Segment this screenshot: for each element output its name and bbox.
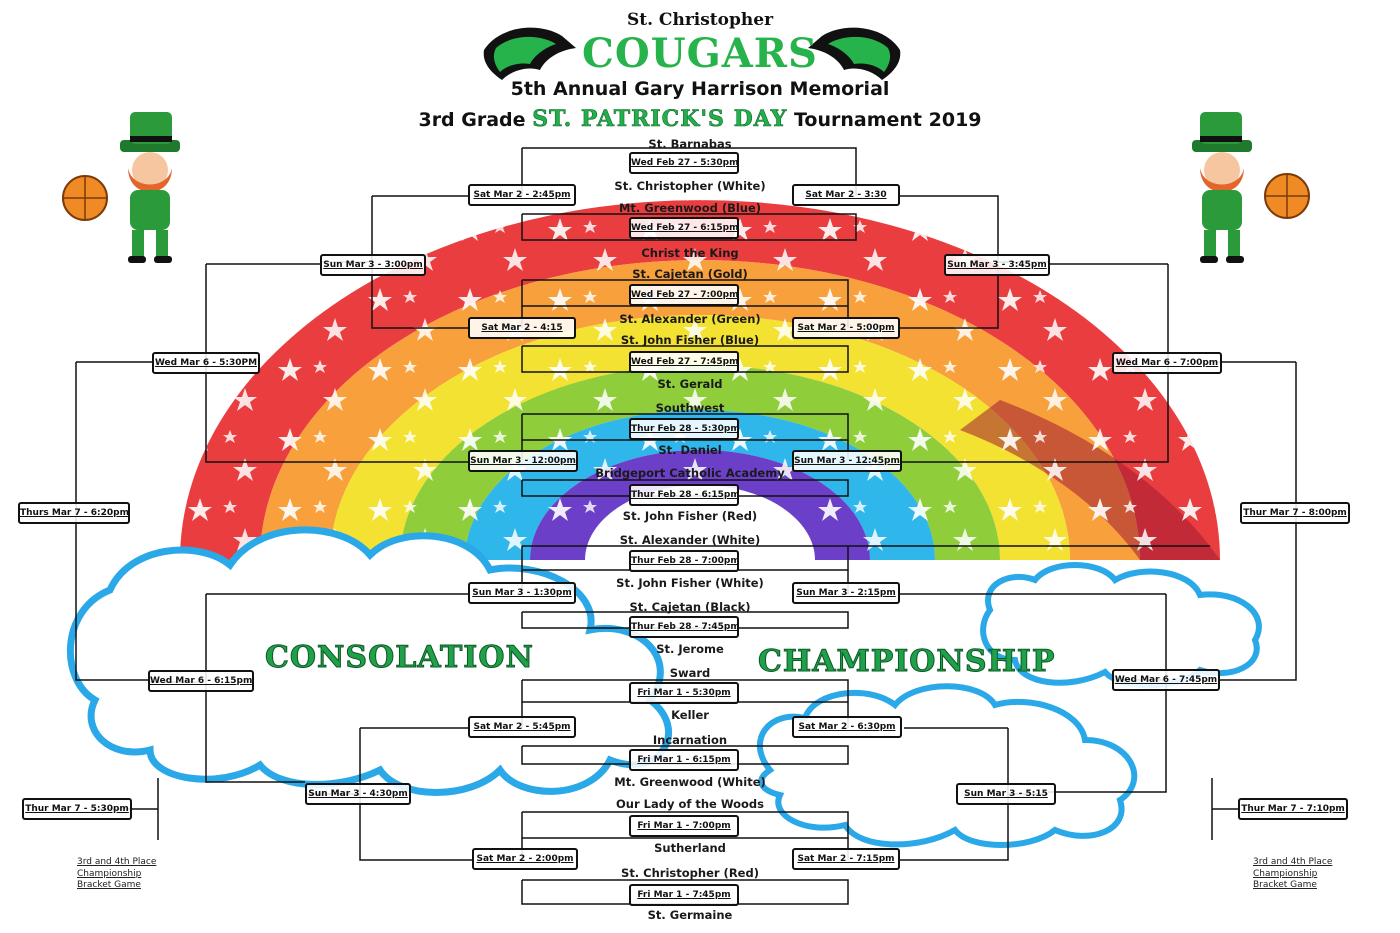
game-box: Thur Mar 7 - 8:00pm — [1240, 502, 1350, 524]
school-name: St. Christopher — [626, 10, 774, 30]
team-name: Bridgeport Catholic Academy — [595, 466, 785, 480]
game-box: Wed Mar 6 - 6:15pm — [148, 670, 254, 692]
team-name: Keller — [671, 708, 709, 722]
tournament-label: Tournament 2019 — [793, 109, 982, 131]
game-box: Fri Mar 1 - 6:15pm — [629, 749, 739, 771]
team-name: St. Christopher (Red) — [621, 866, 759, 880]
game-box: Wed Feb 27 - 5:30pm — [629, 152, 739, 174]
game-box: Sat Mar 2 - 7:15pm — [792, 848, 900, 870]
team-name: Sward — [669, 666, 711, 680]
game-box: Wed Feb 27 - 6:15pm — [629, 217, 739, 239]
team-name: St. Alexander (White) — [619, 533, 761, 547]
game-box: Thur Mar 7 - 5:30pm — [22, 798, 132, 820]
game-box: Sun Mar 3 - 12:45pm — [792, 450, 902, 472]
game-box: Wed Mar 6 - 7:00pm — [1112, 352, 1222, 374]
game-box: Sat Mar 2 - 6:30pm — [792, 716, 902, 738]
game-box: Sun Mar 3 - 12:00pm — [468, 450, 578, 472]
tournament-title: 3rd Grade ST. PATRICK'S DAY Tournament 2… — [330, 106, 1070, 133]
grade-label: 3rd Grade — [418, 109, 526, 131]
game-box: Fri Mar 1 - 7:00pm — [629, 815, 739, 837]
team-name: St. Daniel — [658, 443, 722, 457]
team-name: St. Jerome — [656, 642, 724, 656]
game-box: Wed Feb 27 - 7:00pm — [629, 284, 739, 306]
cougar-logo-right-icon — [808, 27, 901, 81]
rainbow-stars — [180, 200, 1220, 560]
leprechaun-left-icon — [62, 112, 180, 263]
game-box: Sat Mar 2 - 2:00pm — [472, 848, 578, 870]
game-box: Sun Mar 3 - 1:30pm — [468, 582, 576, 604]
game-box: Thur Feb 28 - 5:30pm — [629, 418, 739, 440]
game-box: Thur Feb 28 - 6:15pm — [629, 484, 739, 506]
team-name: Incarnation — [652, 733, 728, 747]
team-name: Mt. Greenwood (Blue) — [618, 201, 762, 215]
team-name: St. John Fisher (Red) — [622, 509, 758, 523]
game-box: Fri Mar 1 - 7:45pm — [629, 884, 739, 906]
game-box: Wed Mar 6 - 5:30PM — [152, 352, 260, 374]
game-box: Thur Feb 28 - 7:45pm — [629, 616, 739, 638]
third-place-note: 3rd and 4th Place Championship Bracket G… — [77, 857, 157, 890]
team-name: Christ the King — [641, 246, 739, 260]
team-name: Sutherland — [654, 841, 726, 855]
leprechaun-right-icon — [1192, 112, 1310, 263]
team-name: St. Barnabas — [648, 137, 732, 151]
team-name: Mt. Greenwood (White) — [614, 775, 766, 789]
team-name: Our Lady of the Woods — [615, 797, 764, 811]
team-name: St. Germaine — [647, 908, 733, 922]
team-name: Southwest — [655, 401, 725, 415]
game-box: Sun Mar 3 - 4:30pm — [305, 783, 411, 805]
game-box: Sat Mar 2 - 2:45pm — [468, 184, 576, 206]
event-name: ST. PATRICK'S DAY — [532, 106, 788, 133]
memorial-title: 5th Annual Gary Harrison Memorial — [510, 78, 890, 100]
team-name: St. Christopher (White) — [614, 179, 766, 193]
game-box: Thur Feb 28 - 7:00pm — [629, 550, 739, 572]
game-box: Thurs Mar 7 - 6:20pm — [18, 502, 130, 524]
game-box: Sat Mar 2 - 4:15 — [468, 317, 576, 339]
game-box: Sat Mar 2 - 5:45pm — [468, 716, 576, 738]
team-name: St. Gerald — [657, 377, 723, 391]
game-box: Sun Mar 3 - 5:15 — [956, 783, 1056, 805]
game-box: Sun Mar 3 - 3:00pm — [320, 254, 426, 276]
game-box: Sun Mar 3 - 3:45pm — [944, 254, 1050, 276]
game-box: Fri Mar 1 - 5:30pm — [629, 682, 739, 704]
team-name: St. Cajetan (Black) — [629, 600, 751, 614]
game-box: Sun Mar 3 - 2:15pm — [792, 582, 900, 604]
consolation-label: CONSOLATION — [265, 640, 534, 676]
game-box: Wed Feb 27 - 7:45pm — [629, 351, 739, 373]
third-place-note: 3rd and 4th Place Championship Bracket G… — [1253, 857, 1333, 890]
game-box: Sat Mar 2 - 3:30 — [792, 184, 900, 206]
championship-label: CHAMPIONSHIP — [757, 644, 1056, 680]
game-box: Wed Mar 6 - 7:45pm — [1112, 669, 1220, 691]
team-name: St. John Fisher (White) — [616, 576, 764, 590]
cloud-right-top — [980, 562, 1262, 689]
mascot-title: COUGARS — [582, 30, 818, 77]
game-box: Thur Mar 7 - 7:10pm — [1238, 798, 1348, 820]
team-name: St. Alexander (Green) — [619, 312, 761, 326]
team-name: St. Cajetan (Gold) — [632, 267, 748, 281]
cougar-logo-left-icon — [483, 27, 576, 81]
game-box: Sat Mar 2 - 5:00pm — [792, 317, 900, 339]
team-name: St. John Fisher (Blue) — [620, 333, 760, 347]
